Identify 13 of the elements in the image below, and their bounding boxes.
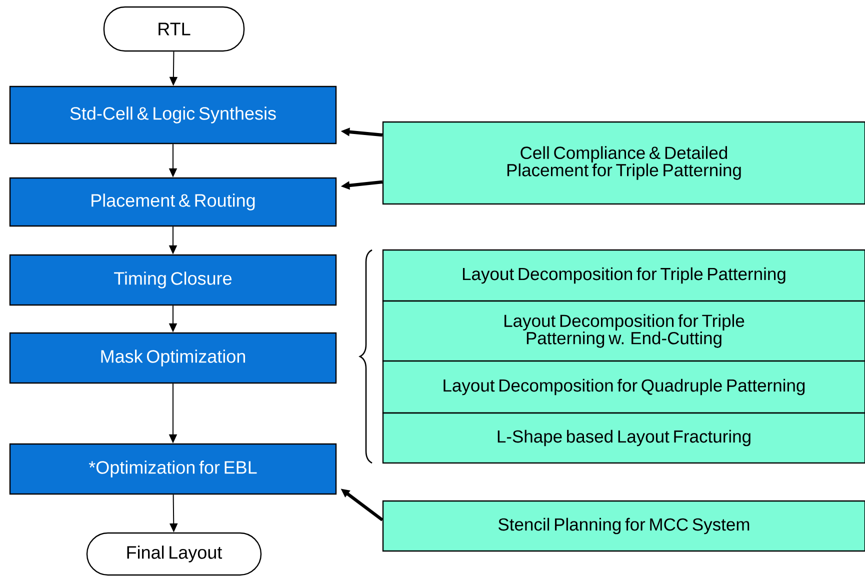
process-box: Placement & Routing <box>9 177 337 227</box>
process-box: *Optimization for EBL <box>9 443 337 495</box>
method-box: Layout Decomposition for Triple Patterning w. End-Cutting <box>382 300 865 362</box>
process-box: Timing Closure <box>9 254 337 306</box>
method-box: L-Shape based Layout Fracturing <box>382 412 865 464</box>
terminal-box: Final Layout <box>86 532 262 576</box>
method-box: Layout Decomposition for Triple Patterning <box>382 249 865 302</box>
terminal-box: RTL <box>103 6 245 52</box>
method-box: Cell Compliance & Detailed Placement for Triple Patterning <box>382 121 865 205</box>
method-box: Stencil Planning for MCC System <box>382 500 865 552</box>
method-box: Layout Decomposition for Quadruple Patterning <box>382 360 865 414</box>
process-box: Mask Optimization <box>9 332 337 384</box>
process-box: Std-Cell & Logic Synthesis <box>9 86 337 144</box>
